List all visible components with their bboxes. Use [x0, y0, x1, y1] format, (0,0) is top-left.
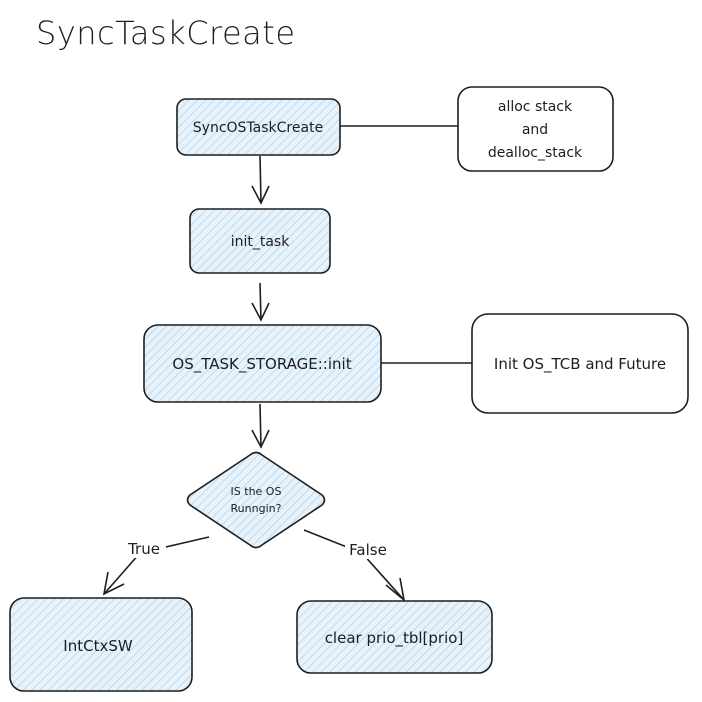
node-decision-os-running: IS the OS Runngin? — [186, 451, 326, 549]
node-init-task: init_task — [189, 208, 331, 274]
node-clear-prio: clear prio_tbl[prio] — [296, 600, 493, 674]
node-sync-os-task-create: SyncOSTaskCreate — [176, 98, 341, 156]
node-intctxsw-label: IntCtxSW — [63, 637, 133, 655]
node-os-task-storage-init-label: OS_TASK_STORAGE::init — [172, 355, 351, 374]
node-sync-os-task-create-label: SyncOSTaskCreate — [193, 120, 323, 136]
diagram-title: SyncTaskCreate — [36, 14, 296, 52]
edge-label-false: False — [349, 541, 387, 559]
arrow-init-task-to-storage — [251, 282, 270, 322]
node-clear-prio-label: clear prio_tbl[prio] — [325, 629, 464, 648]
node-init-tcb-note: Init OS_TCB and Future — [471, 313, 689, 414]
node-init-tcb-note-label: Init OS_TCB and Future — [494, 355, 666, 374]
decision-line-2: Runngin? — [231, 502, 282, 515]
alloc-note-line-2: and — [522, 122, 548, 138]
arrow-sync-to-init-task — [251, 155, 270, 205]
node-intctxsw: IntCtxSW — [9, 597, 193, 692]
alloc-note-line-1: alloc stack — [498, 99, 573, 115]
decision-line-1: IS the OS — [231, 485, 282, 498]
node-init-task-label: init_task — [231, 234, 291, 250]
arrow-storage-to-decision — [251, 403, 270, 449]
node-os-task-storage-init: OS_TASK_STORAGE::init — [143, 324, 382, 403]
alloc-note-line-3: dealloc_stack — [488, 145, 583, 161]
node-alloc-stack-note: alloc stack and dealloc_stack — [457, 86, 614, 172]
edge-label-true: True — [127, 540, 160, 558]
